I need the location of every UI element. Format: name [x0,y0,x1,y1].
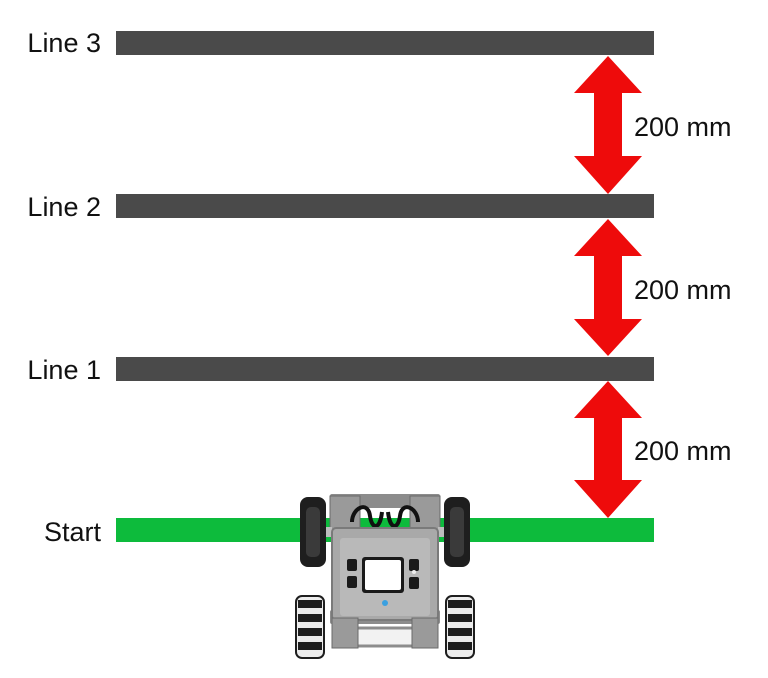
distance-label-top: 200 mm [634,112,732,142]
distance-arrow-middle [574,219,642,356]
line-1-bar [116,357,654,381]
line-3-label: Line 3 [27,28,101,58]
line-1-label: Line 1 [27,355,101,385]
line-2-label: Line 2 [27,192,101,222]
distance-arrow-bottom [574,381,642,518]
line-2-bar [116,194,654,218]
distance-label-bottom: 200 mm [634,436,732,466]
distance-label-middle: 200 mm [634,275,732,305]
robot-icon [295,494,475,659]
line-3-bar [116,31,654,55]
start-line-label: Start [43,517,101,547]
distance-arrow-top [574,56,642,194]
